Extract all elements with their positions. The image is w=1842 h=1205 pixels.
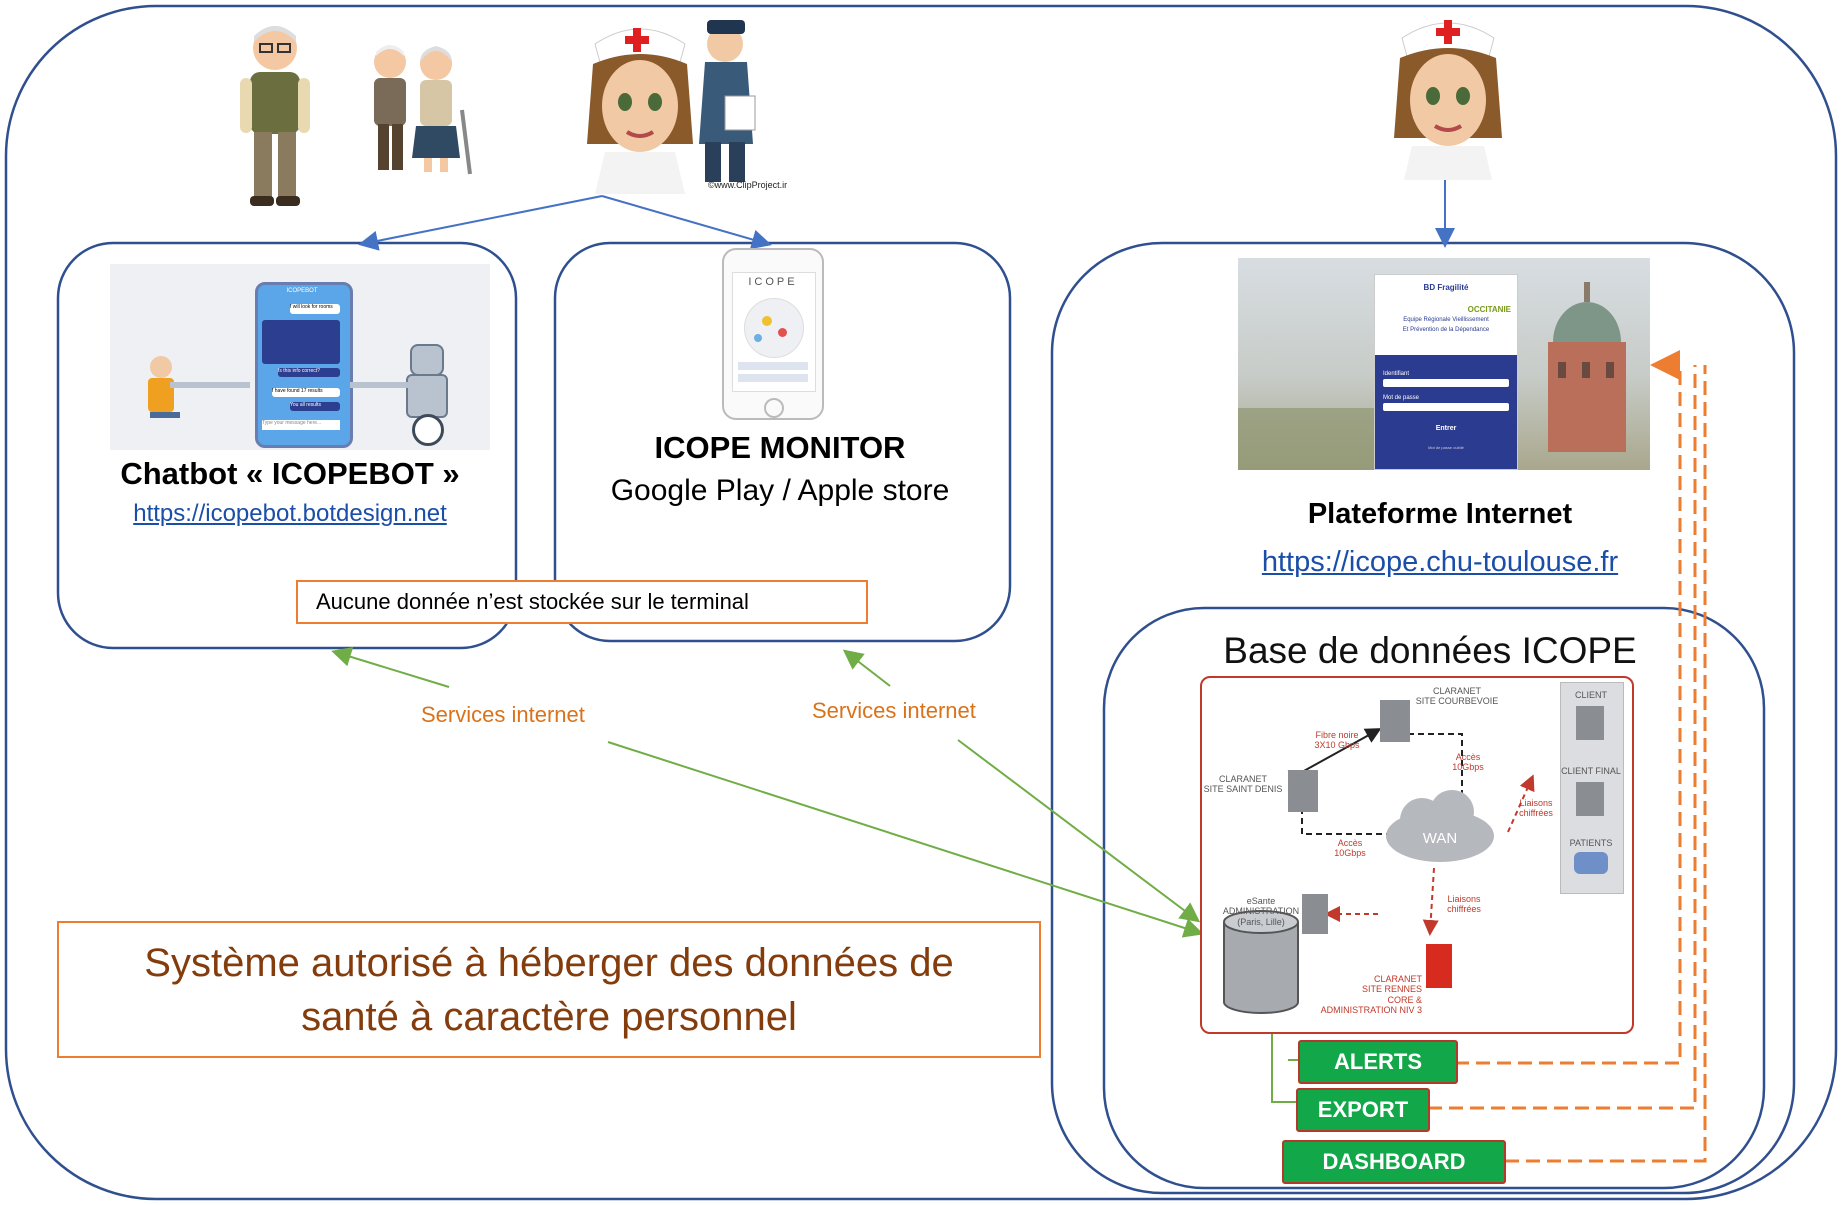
building-icon xyxy=(1288,770,1318,812)
chatbot-illustration: ICOPEBOT I will look for rooms Is this i… xyxy=(110,264,490,450)
chatbot-bubble: I have found 17 results xyxy=(272,388,340,397)
chatbot-bubble: I will look for rooms xyxy=(290,304,340,314)
chatbot-bubble: Is this info correct? xyxy=(278,368,340,377)
chatbot-url-link[interactable]: https://icopebot.botdesign.net xyxy=(133,500,447,527)
label-rennes: CLARANET SITE RENNES CORE & ADMINISTRATI… xyxy=(1320,974,1422,1016)
label-acces-2: Accès 10Gbps xyxy=(1334,838,1366,859)
database-panel xyxy=(1102,606,1766,1190)
outer-frame xyxy=(4,4,1838,1201)
chatbot-input: Type your message here... xyxy=(262,420,340,430)
login-line1: Equipe Régionale Vieillissement xyxy=(1403,317,1489,323)
login-id-label: Identifiant xyxy=(1383,371,1410,377)
label-esante: eSante ADMINISTRATION (Paris, Lille) xyxy=(1222,896,1300,927)
platform-title: Plateforme Internet xyxy=(1307,498,1573,530)
label-courbevoie: CLARANET SITE COURBEVOIE xyxy=(1415,686,1499,707)
login-pw-input[interactable] xyxy=(1383,403,1509,411)
label-fibre: Fibre noire 3X10 Gbps xyxy=(1314,730,1360,751)
chatbot-bubble: You all results xyxy=(290,402,340,411)
database-title: Base de données ICOPE xyxy=(1223,630,1637,671)
monitor-panel xyxy=(553,241,1012,643)
export-tag[interactable]: EXPORT xyxy=(1296,1088,1430,1132)
hds-statement-box: Système autorisé à héberger des données … xyxy=(57,921,1041,1058)
label-saint-denis: CLARANET SITE SAINT DENIS xyxy=(1203,774,1283,795)
monitor-phone-logo: ICOPE xyxy=(748,276,798,288)
nurse-figure xyxy=(587,20,756,194)
monitor-title: ICOPE MONITOR xyxy=(654,430,906,465)
login-header: BD Fragilité xyxy=(1423,283,1469,292)
network-diagram: WAN CLARANET SITE COURBEVOIE CLARANET SI… xyxy=(1200,676,1634,1034)
label-liaisons-1: Liaisons chiffrées xyxy=(1519,798,1553,819)
building-icon xyxy=(1426,944,1452,988)
wan-cloud-icon xyxy=(1386,790,1494,862)
login-pw-label: Mot de passe xyxy=(1383,395,1420,401)
person-at-desk xyxy=(150,356,172,378)
platform-panel xyxy=(1050,241,1796,1195)
monitor-subtitle: Google Play / Apple store xyxy=(610,474,950,507)
label-acces-1: Accès 10Gbps xyxy=(1452,752,1484,773)
nurse-figure xyxy=(1394,20,1502,180)
login-region: OCCITANIE xyxy=(1467,305,1511,314)
services-label: Services internet xyxy=(421,702,585,727)
elderly-couple-figure xyxy=(374,45,472,175)
dashboard-tag[interactable]: DASHBOARD xyxy=(1282,1140,1506,1184)
chatbot-title: Chatbot « ICOPEBOT » xyxy=(120,456,460,491)
chatbot-phone-header: ICOPEBOT xyxy=(286,288,318,294)
label-liaisons-2: Liaisons chiffrées xyxy=(1447,894,1481,915)
alerts-tag[interactable]: ALERTS xyxy=(1298,1040,1458,1084)
label-patients: PATIENTS xyxy=(1569,838,1613,848)
services-label: Services internet xyxy=(812,698,976,723)
dome-building xyxy=(1548,282,1626,452)
label-client: CLIENT xyxy=(1574,690,1607,700)
no-data-note: Aucune donnée n’est stockée sur le termi… xyxy=(296,580,868,624)
monitor-phone: ICOPE xyxy=(722,248,824,420)
platform-url-link[interactable]: https://icope.chu-toulouse.fr xyxy=(1261,546,1619,578)
wan-label: WAN xyxy=(1422,830,1458,847)
login-id-input[interactable] xyxy=(1383,379,1509,387)
login-card: BD Fragilité OCCITANIE Equipe Régionale … xyxy=(1374,274,1518,470)
grandfather-figure xyxy=(240,26,310,206)
building-icon xyxy=(1380,700,1410,742)
database-cylinder-icon xyxy=(1223,910,1299,1014)
login-forgot-link[interactable]: Mot de passe oublié xyxy=(1428,445,1464,450)
building-icon xyxy=(1302,894,1328,934)
patients-icon xyxy=(1574,852,1608,874)
login-button[interactable]: Entrer xyxy=(1435,425,1457,432)
robot-figure xyxy=(410,344,444,376)
login-line2: Et Prévention de la Dépendance xyxy=(1402,327,1490,333)
platform-screenshot: BD Fragilité OCCITANIE Equipe Régionale … xyxy=(1238,258,1650,470)
building-icon xyxy=(1576,706,1604,740)
hds-statement: Système autorisé à héberger des données … xyxy=(144,940,954,1039)
chatbot-panel xyxy=(56,241,518,650)
clipart-credit: ©www.ClipProject.ir xyxy=(708,180,788,190)
label-client-final: CLIENT FINAL xyxy=(1561,766,1621,776)
building-icon xyxy=(1576,782,1604,816)
